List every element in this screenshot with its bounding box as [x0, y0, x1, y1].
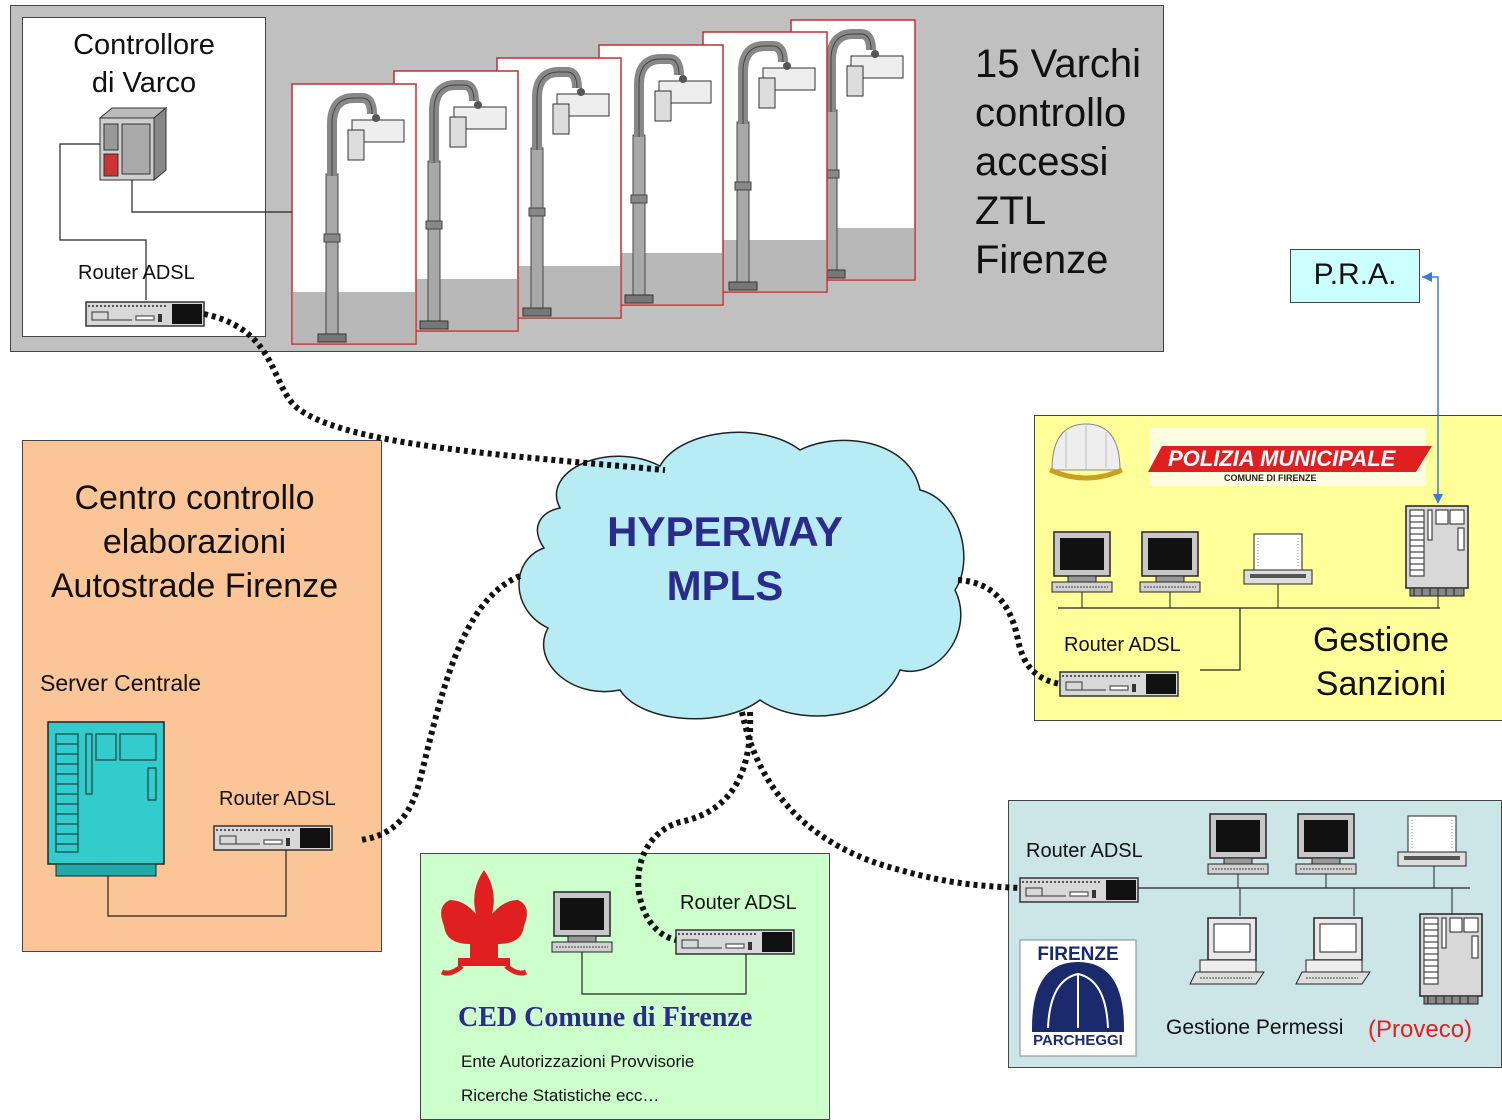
controller-title-line-2: di Varco	[91, 67, 197, 99]
ztl-router-label: Router ADSL	[78, 262, 195, 284]
ced-line-2: Ricerche Statistiche ecc…	[461, 1086, 660, 1105]
polizia-logo	[1148, 428, 1432, 486]
gestione-sanzioni-line-2: Sanzioni	[1315, 665, 1447, 703]
gate-1	[292, 84, 416, 344]
ced-pc-icon	[551, 891, 613, 953]
controller-title: Controllore di Varco	[22, 26, 266, 102]
pra-box	[1290, 249, 1420, 303]
polizia-server-icon	[1405, 505, 1469, 597]
controller-device-icon	[98, 106, 168, 182]
server-centrale-label: Server Centrale	[40, 670, 202, 696]
parcheggi-logo-bottom: PARCHEGGI	[1033, 1032, 1123, 1049]
central-server-icon	[47, 721, 165, 877]
network-links	[203, 311, 1061, 943]
ztl-title-line-1: 15 Varchi	[975, 42, 1142, 86]
ztl-title-line-5: Firenze	[975, 238, 1109, 282]
ztl-router-icon	[85, 301, 205, 327]
polizia-logo-text: POLIZIA MUNICIPALE	[1168, 446, 1396, 471]
centro-router-label: Router ADSL	[219, 788, 336, 810]
cloud-label-line-1: HYPERWAY	[607, 508, 843, 555]
parcheggi-logo-top: FIRENZE	[1037, 944, 1119, 965]
proveco-label: (Proveco)	[1368, 1016, 1473, 1043]
polizia-printer-icon	[1243, 533, 1313, 585]
polizia-pc-2-icon	[1139, 531, 1201, 593]
centro-title: Centro controllo elaborazioni Autostrade…	[22, 476, 367, 608]
ztl-title-line-3: accessi	[975, 140, 1109, 184]
cloud-label-line-2: MPLS	[666, 562, 784, 609]
ztl-title-line-2: controllo	[975, 91, 1127, 135]
firenze-lily-icon	[440, 870, 528, 976]
permessi-router-icon	[1019, 877, 1139, 903]
permessi-pc-1-icon	[1207, 813, 1269, 875]
ztl-title-line-4: ZTL	[975, 189, 1047, 233]
pra-label: P.R.A.	[1313, 258, 1397, 291]
permessi-pc-3-icon	[1189, 917, 1265, 985]
gestione-permessi-label: Gestione Permessi	[1166, 1016, 1344, 1039]
centro-router-icon	[213, 825, 333, 851]
permessi-printer-icon	[1397, 815, 1467, 867]
gestione-sanzioni-line-1: Gestione	[1312, 621, 1450, 659]
gestione-sanzioni-title: Gestione Sanzioni	[1298, 618, 1464, 706]
pra-link-arrow	[1422, 272, 1443, 504]
controller-title-line-1: Controllore	[73, 29, 215, 61]
polizia-router-icon	[1059, 671, 1179, 697]
polizia-router-label: Router ADSL	[1064, 634, 1181, 656]
permessi-router-label: Router ADSL	[1026, 840, 1143, 862]
cloud-label: HYPERWAY MPLS	[580, 505, 870, 613]
polizia-helmet-icon	[1048, 423, 1124, 481]
permessi-pc-4-icon	[1295, 917, 1371, 985]
ztl-title: 15 Varchi controllo accessi ZTL Firenze	[975, 40, 1141, 285]
mpls-cloud	[518, 431, 965, 720]
ced-router-icon	[675, 929, 795, 955]
permessi-server-icon	[1419, 913, 1483, 1005]
ced-line-1: Ente Autorizzazioni Provvisorie	[461, 1052, 695, 1071]
firenze-parcheggi-logo	[1019, 939, 1137, 1057]
centro-title-line-1: Centro controllo	[74, 479, 315, 517]
ced-title: CED Comune di Firenze	[458, 1002, 753, 1033]
centro-title-line-2: elaborazioni	[102, 523, 287, 561]
polizia-pc-1-icon	[1051, 531, 1113, 593]
centro-title-line-3: Autostrade Firenze	[50, 567, 339, 605]
ced-router-label: Router ADSL	[680, 892, 797, 914]
polizia-logo-subtext: COMUNE DI FIRENZE	[1224, 473, 1317, 483]
permessi-pc-2-icon	[1295, 813, 1357, 875]
